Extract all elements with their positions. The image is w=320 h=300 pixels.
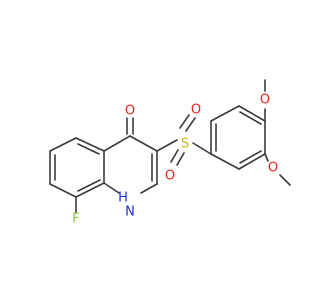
bond bbox=[170, 149, 179, 163]
bond bbox=[210, 105, 240, 122]
nitrogen-hydrogen-label: H bbox=[118, 191, 128, 206]
bond bbox=[239, 150, 262, 164]
bond bbox=[176, 152, 185, 166]
molecule-structure: O H N F S O O O O bbox=[49, 79, 291, 227]
bond bbox=[179, 114, 190, 129]
bond bbox=[75, 137, 105, 152]
bond bbox=[264, 153, 269, 162]
bond bbox=[103, 182, 120, 194]
bond bbox=[140, 183, 158, 194]
sulfonyl-oxygen-bottom-label: O bbox=[165, 169, 175, 184]
bond bbox=[75, 182, 105, 198]
bond bbox=[77, 143, 100, 155]
ketone-oxygen-label: O bbox=[125, 104, 135, 119]
bond bbox=[129, 135, 158, 152]
bond bbox=[238, 153, 266, 170]
bond bbox=[103, 135, 131, 152]
bond bbox=[192, 142, 212, 155]
bond bbox=[239, 111, 262, 125]
bond bbox=[77, 179, 101, 192]
bond bbox=[279, 174, 291, 186]
fluorine-label: F bbox=[72, 212, 79, 227]
bond bbox=[49, 183, 77, 198]
nitrogen-label: N bbox=[125, 205, 135, 220]
atom-labels: O H N F S O O O O bbox=[72, 93, 278, 227]
sulfonyl-oxygen-top-label: O bbox=[191, 103, 201, 118]
sulfur-label: S bbox=[181, 137, 189, 152]
methoxy-oxygen-bottom-label: O bbox=[268, 161, 278, 176]
bond bbox=[210, 153, 240, 170]
bonds bbox=[49, 79, 291, 214]
bond bbox=[156, 139, 178, 152]
bond bbox=[185, 117, 196, 132]
bond bbox=[49, 137, 77, 152]
methoxy-oxygen-top-label: O bbox=[260, 93, 270, 108]
bond bbox=[238, 105, 266, 122]
